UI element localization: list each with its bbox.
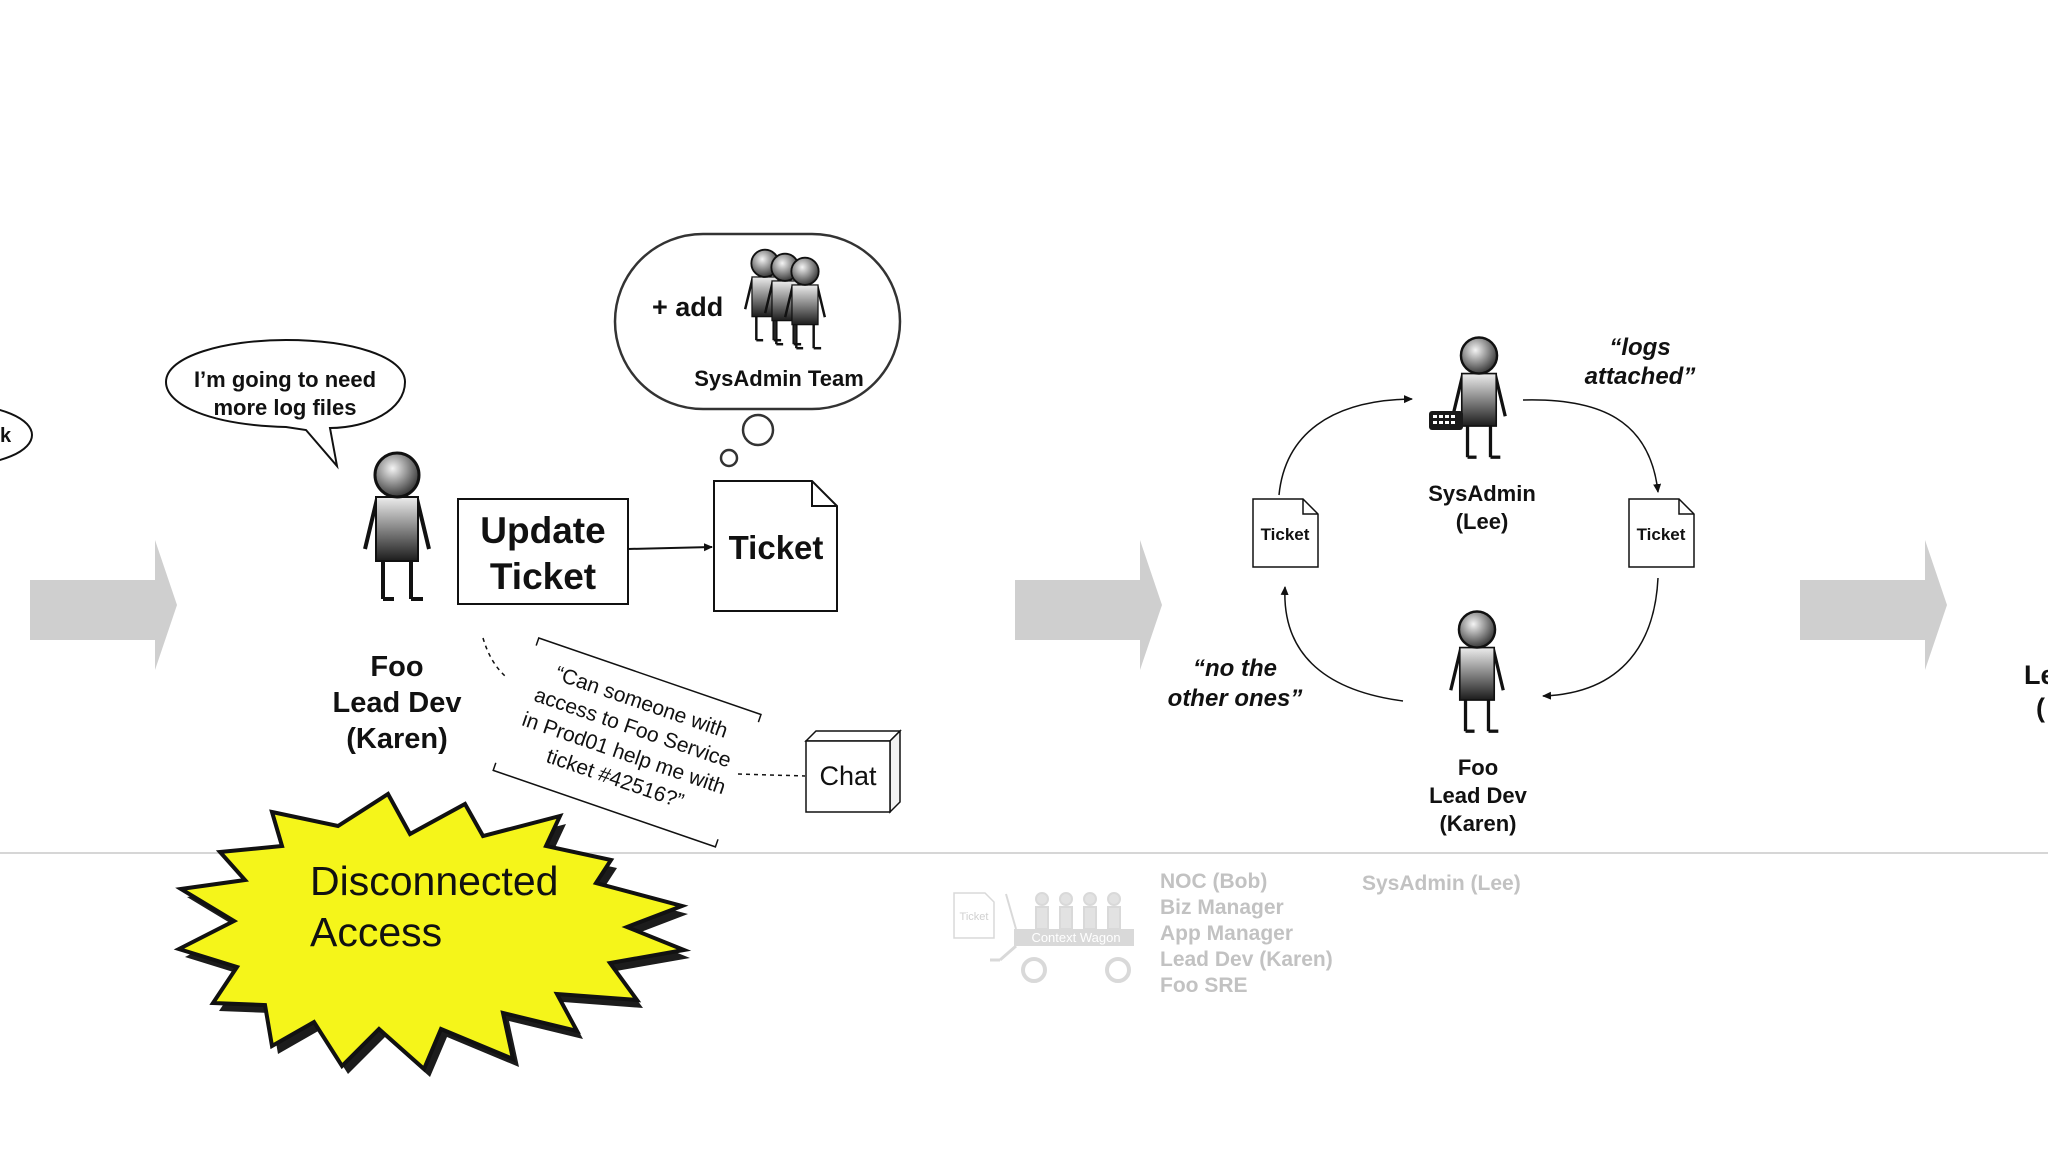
- thought-bubble: + add SysAdmin Team: [613, 232, 902, 468]
- lead-dev-label-2: Lead Dev: [333, 687, 462, 719]
- footer-role-4: Lead Dev (Karen): [1160, 948, 1333, 971]
- karen-label-1: Foo: [1458, 755, 1498, 780]
- wagon-label: Context Wagon: [1031, 930, 1120, 945]
- starburst-line-1: Disconnected: [310, 858, 558, 904]
- footer-sysadmin: SysAdmin (Lee): [1362, 872, 1521, 895]
- disconnected-access-starburst: Disconnected Access: [173, 791, 692, 1077]
- footer-role-3: App Manager: [1160, 922, 1293, 945]
- cycle-arrow-bottom-right: [1542, 577, 1659, 700]
- cycle-arrow-top-right: [1522, 399, 1662, 493]
- chat-label: Chat: [819, 761, 877, 791]
- karen-label-3: (Karen): [1439, 811, 1516, 836]
- sysadmin-lee-figure: [1429, 335, 1507, 459]
- footer-role-1: NOC (Bob): [1160, 870, 1267, 893]
- chat-message-card: “Can someone with access to Foo Service …: [492, 637, 762, 848]
- quote-logs-line-1: “logs: [1609, 334, 1670, 361]
- cycle-arrow-top-left: [1278, 395, 1413, 496]
- chat-box: Chat: [804, 729, 902, 814]
- footer-roles-list: NOC (Bob) Biz Manager App Manager Lead D…: [1160, 870, 1333, 997]
- thought-team-text: SysAdmin Team: [694, 366, 864, 391]
- right-partial-label-2: (: [2036, 693, 2045, 723]
- speech-line-1: I’m going to need: [194, 367, 376, 392]
- speech-bubble: I’m going to need more log files: [164, 338, 407, 470]
- keyboard-icon: [1429, 411, 1463, 430]
- footer-role-5: Foo SRE: [1160, 974, 1248, 997]
- sysadmin-label-2: (Lee): [1456, 509, 1509, 534]
- starburst-line-2: Access: [310, 909, 442, 955]
- cycle-ticket-left-label: Ticket: [1261, 525, 1310, 544]
- lead-dev-label-1: Foo: [370, 651, 423, 683]
- update-ticket-box: Update Ticket: [457, 498, 629, 605]
- thought-add-text: + add: [652, 292, 723, 322]
- cycle-ticket-right: Ticket: [1628, 498, 1695, 568]
- process-arrow-middle: [1015, 540, 1162, 670]
- lead-dev-label-3: (Karen): [346, 723, 448, 755]
- context-wagon: Ticket Context Wagon: [953, 892, 1134, 983]
- speech-line-2: more log files: [213, 395, 356, 420]
- process-arrow-left: [30, 540, 177, 670]
- chat-connector-left: [482, 637, 506, 677]
- karen-label-2: Lead Dev: [1429, 783, 1528, 808]
- update-ticket-line-2: Ticket: [490, 556, 596, 597]
- chat-connector-right: [737, 773, 806, 777]
- sysadmin-label-1: SysAdmin: [1428, 481, 1536, 506]
- right-partial-label-1: Le: [2024, 660, 2048, 690]
- wagon-ticket-label: Ticket: [960, 911, 989, 923]
- update-ticket-line-1: Update: [480, 510, 605, 551]
- cycle-ticket-left: Ticket: [1252, 498, 1319, 568]
- update-to-ticket-arrow: [627, 543, 713, 552]
- footer-role-2: Biz Manager: [1160, 896, 1284, 919]
- partial-bubble-text: k: [0, 425, 12, 447]
- cycle-arrow-bottom-left: [1280, 586, 1404, 702]
- lead-dev-figure: [363, 451, 431, 601]
- ticket-label: Ticket: [729, 529, 824, 566]
- cycle-ticket-right-label: Ticket: [1637, 525, 1686, 544]
- quote-logs-line-2: attached”: [1585, 363, 1696, 390]
- quote-no-line-2: other ones”: [1168, 685, 1303, 712]
- quote-no-line-1: “no the: [1193, 655, 1277, 682]
- ticket-document: Ticket: [713, 480, 838, 612]
- process-arrow-right: [1800, 540, 1947, 670]
- partial-speech-bubble: k: [0, 409, 33, 461]
- lead-dev-karen-figure: [1449, 609, 1505, 733]
